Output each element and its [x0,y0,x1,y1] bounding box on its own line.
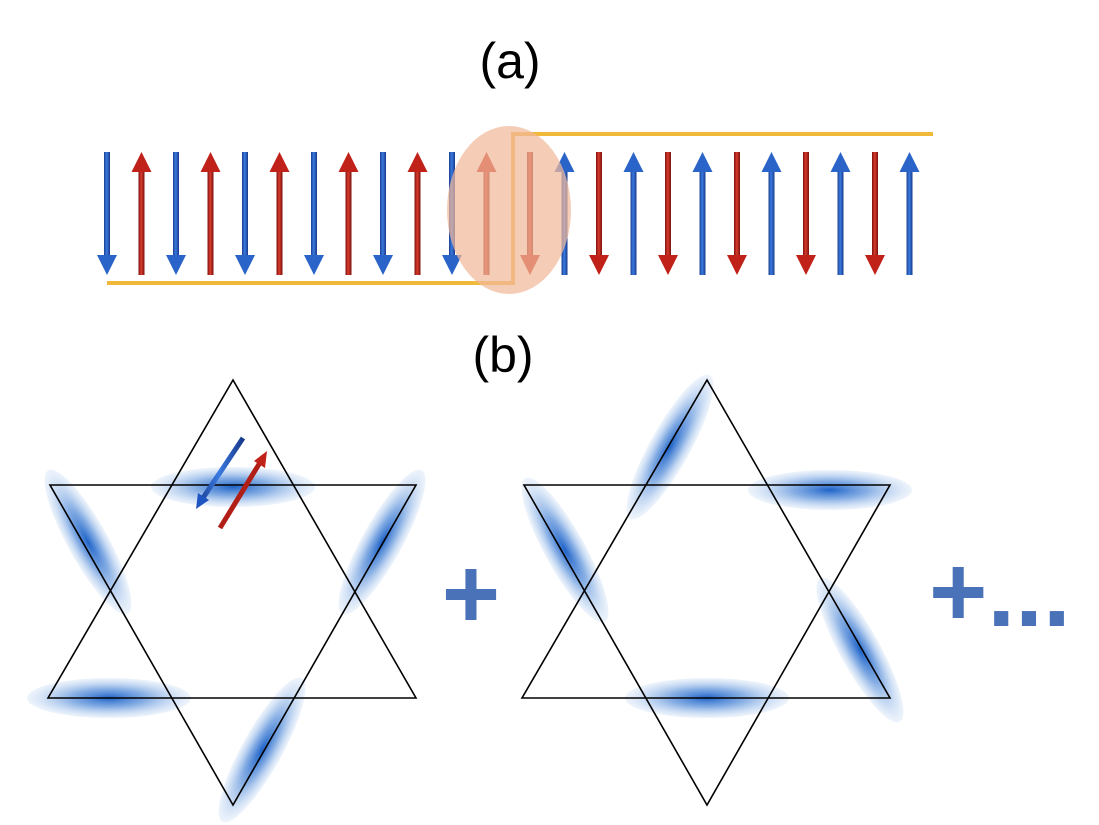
panel-b-label: (b) [472,327,533,383]
spin-arrow [727,152,747,275]
spin-arrow [623,152,644,275]
kagome-star-right [520,374,912,807]
triangle-down [48,484,418,807]
spin-chain [97,126,933,294]
triangle-up [46,378,418,699]
spin-arrow [200,152,221,275]
spin-arrow [658,152,678,275]
panel-a-label: (a) [479,33,540,89]
singlet-ellipse [151,467,315,507]
spin-arrow [269,152,290,275]
singlet-ellipse [521,477,609,623]
spin-arrowhead [254,451,267,468]
triangle-up [520,378,892,699]
spin-arrow [304,152,324,275]
kagome-star-left [27,378,426,823]
singlet-spin-pair [196,436,267,530]
singlet-ellipse [816,577,904,723]
spin-arrow [692,152,713,275]
singlet-bonds-right [521,374,912,723]
triangle-down [522,484,892,807]
spin-arrow [796,152,816,275]
spin-arrow [97,152,117,275]
spin-arrow [166,152,186,275]
singlet-bonds-left [27,467,426,823]
spin-arrow [373,152,393,275]
spin-arrowhead [196,493,209,509]
spin-arrow [899,152,920,275]
spin-arrow [407,152,428,275]
singlet-ellipse [748,470,912,510]
spin-arrow [235,152,255,275]
singlet-ellipse [218,677,306,823]
spin-arrow [830,152,851,275]
singlet-ellipse [626,374,714,520]
spin-arrow [589,152,609,275]
spin-arrow [761,152,782,275]
domain-wall-highlight [447,126,571,294]
spin-arrow [865,152,885,275]
spin-arrow-down [196,436,246,506]
singlet-ellipse [44,469,132,615]
spin-arrow [131,152,152,275]
plus-ellipsis: +... [929,536,1071,648]
spin-arrow-up [217,454,267,530]
spin-arrow [338,152,359,275]
plus-sign: + [442,538,500,650]
